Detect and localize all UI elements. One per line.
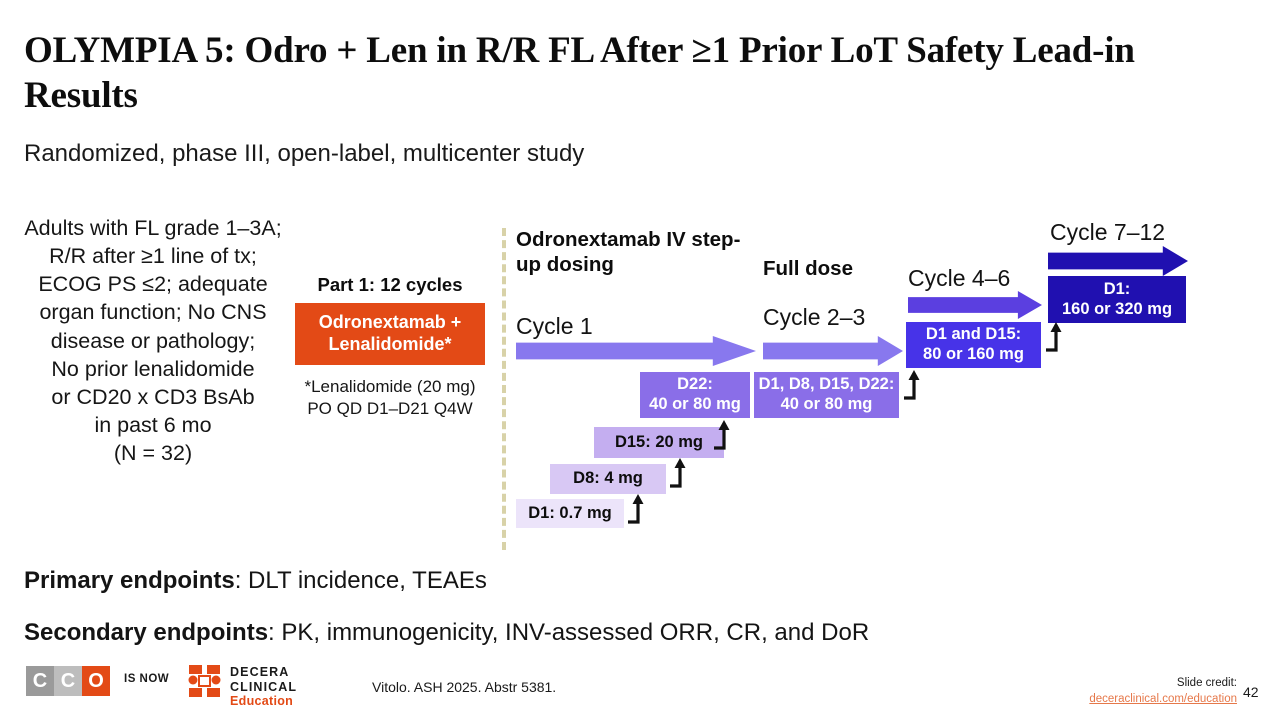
cycle-label-7-12: Cycle 7–12 <box>1050 219 1166 245</box>
cycle-label-2-3: Cycle 2–3 <box>763 304 866 330</box>
decera-wordmark: DECERA CLINICAL Education <box>230 665 297 709</box>
secondary-endpoints-text: : PK, immunogenicity, INV-assessed ORR, … <box>268 619 870 646</box>
dose-box-d1: D1: 0.7 mg <box>516 499 624 528</box>
elbow-connector-d15-d22 <box>712 420 734 450</box>
cycle-arrow-1 <box>516 336 756 366</box>
elbow-connector-c46-c712 <box>1044 322 1066 352</box>
secondary-endpoints: Secondary endpoints: PK, immunogenicity,… <box>24 619 869 647</box>
dose-box-cycle-2-3: D1, D8, D15, D22:40 or 80 mg <box>754 372 899 418</box>
page-number: 42 <box>1243 684 1259 700</box>
cycle-arrow-4-6 <box>908 291 1042 319</box>
decera-line-3: Education <box>230 694 294 709</box>
citation: Vitolo. ASH 2025. Abstr 5381. <box>372 679 557 695</box>
secondary-endpoints-label: Secondary endpoints <box>24 619 269 646</box>
dose-box-d22: D22:40 or 80 mg <box>640 372 750 418</box>
part-label: Part 1: 12 cycles <box>317 274 463 295</box>
dose-box-cycle-7-12: D1:160 or 320 mg <box>1048 276 1186 323</box>
elbow-connector-d8-d15 <box>668 458 690 488</box>
eligibility-criteria: Adults with FL grade 1–3A; R/R after ≥1 … <box>24 216 282 466</box>
primary-endpoints-text: : DLT incidence, TEAEs <box>234 567 487 594</box>
slide-credit-link[interactable]: deceraclinical.com/education <box>1022 692 1237 708</box>
cco-letter-2: C <box>54 666 82 696</box>
cco-letter-1: C <box>26 666 54 696</box>
dose-box-d8: D8: 4 mg <box>550 464 666 494</box>
page-title: OLYMPIA 5: Odro + Len in R/R FL After ≥1… <box>24 30 1135 117</box>
treatment-regimen-box: Odronextamab + Lenalidomide* <box>295 303 485 365</box>
decera-logo-icon <box>188 664 222 698</box>
section-divider <box>502 228 506 550</box>
cycle-arrow-2-3 <box>763 336 903 366</box>
dose-box-cycle-4-6: D1 and D15:80 or 160 mg <box>906 322 1041 368</box>
primary-endpoints: Primary endpoints: DLT incidence, TEAEs <box>24 567 487 595</box>
slide-credit-url: deceraclinical.com/education <box>1089 692 1237 705</box>
treatment-footnote: *Lenalidomide (20 mg) PO QD D1–D21 Q4W <box>304 377 476 418</box>
cycle-arrow-7-12 <box>1048 246 1188 276</box>
full-dose-heading: Full dose <box>763 257 853 280</box>
cco-logo: C C O <box>26 666 110 696</box>
elbow-connector-d1-d8 <box>626 494 648 524</box>
cycle-label-1: Cycle 1 <box>516 313 593 339</box>
dose-box-d15: D15: 20 mg <box>594 427 724 458</box>
elbow-connector-c23-c46 <box>902 370 924 400</box>
primary-endpoints-label: Primary endpoints <box>24 567 235 594</box>
slide-credit: Slide credit: deceraclinical.com/educati… <box>1022 676 1237 707</box>
cco-letter-3: O <box>82 666 110 696</box>
decera-line-2: CLINICAL <box>230 679 298 694</box>
page-subtitle: Randomized, phase III, open-label, multi… <box>24 140 585 167</box>
is-now-label: IS NOW <box>124 673 170 685</box>
stepup-dosing-heading: Odronextamab IV step-up dosing <box>516 228 741 277</box>
decera-line-1: DECERA <box>230 665 290 679</box>
cycle-label-4-6: Cycle 4–6 <box>908 265 1011 291</box>
slide-credit-label: Slide credit: <box>1176 677 1237 689</box>
